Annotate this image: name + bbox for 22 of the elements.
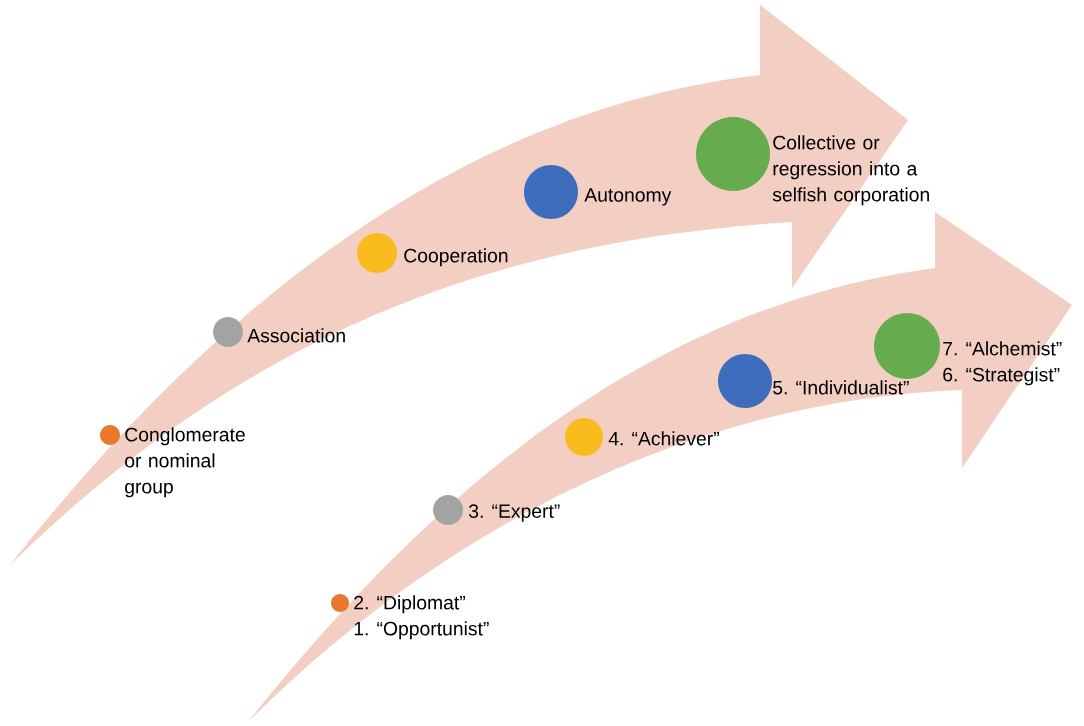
dot	[100, 425, 120, 445]
stage-label: Conglomerate or nominal group	[125, 427, 245, 498]
stage-label: 2. “Diplomat”	[354, 595, 465, 614]
stage-label: Cooperation	[404, 248, 508, 267]
stage-label: Association	[247, 328, 345, 343]
stage-label: Collective or regression into a selfish corporation	[772, 135, 929, 206]
dot	[331, 594, 349, 612]
stage-label: Autonomy	[584, 188, 672, 206]
dot	[696, 117, 770, 191]
dot	[565, 418, 603, 456]
stage-label: 1. “Opportunist”	[354, 621, 489, 640]
stage-label: 7. “Alchemist”	[943, 341, 1062, 356]
stage-label: 6. “Strategist”	[943, 367, 1060, 386]
dot	[874, 313, 940, 379]
dot	[524, 165, 578, 219]
stage-label: 3. “Expert”	[469, 504, 560, 522]
dot	[433, 495, 463, 525]
dot	[213, 317, 243, 347]
dot	[357, 233, 397, 273]
stage-label: 4. “Achiever”	[608, 431, 719, 446]
dot	[718, 354, 772, 408]
stage-label: 5. “Individualist”	[773, 380, 909, 395]
